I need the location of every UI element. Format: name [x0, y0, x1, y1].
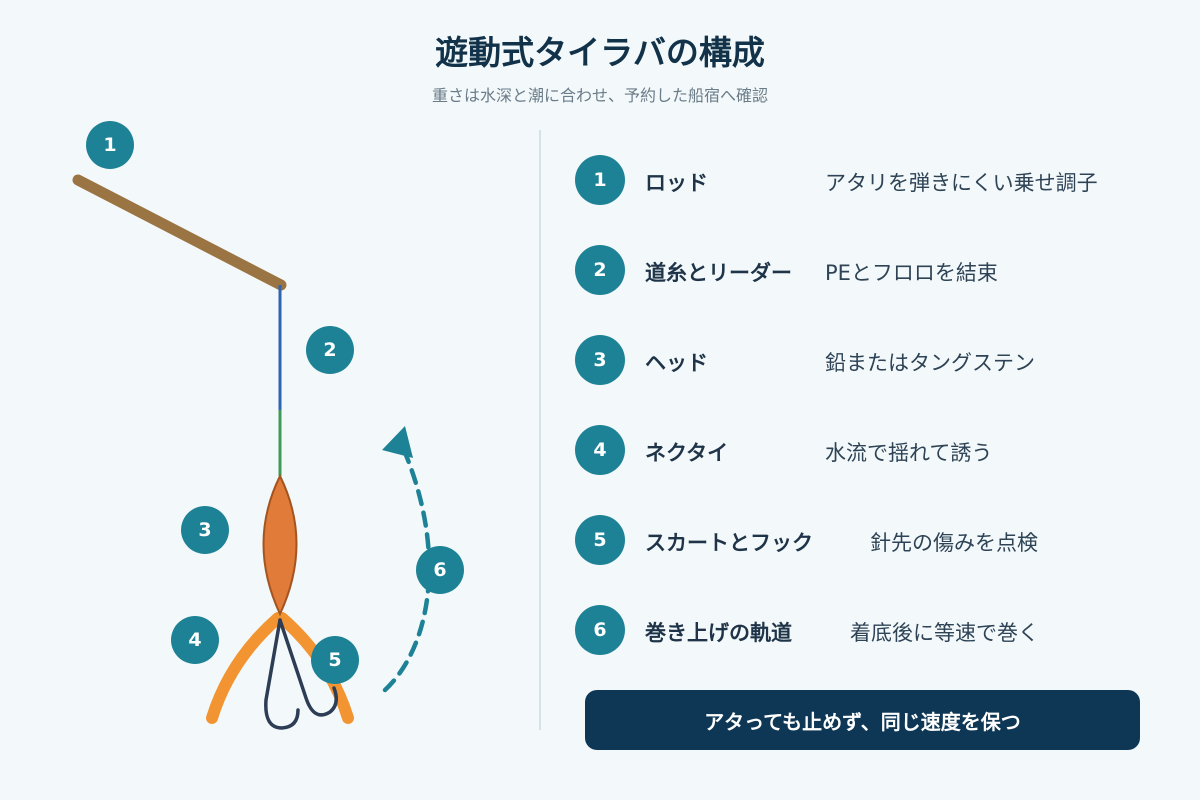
marker-hook: 5 — [311, 636, 359, 684]
component-number: 4 — [575, 425, 625, 475]
hook-right-icon — [278, 618, 338, 717]
rod-icon — [72, 174, 287, 291]
component-row: 4 ネクタイ 水流で揺れて誘う — [575, 425, 1175, 475]
component-number: 6 — [575, 605, 625, 655]
hook-left-icon — [264, 618, 300, 730]
head-icon — [262, 473, 298, 617]
component-description: 水流で揺れて誘う — [825, 441, 993, 465]
marker-head: 3 — [181, 506, 229, 554]
component-label: 道糸とリーダー — [645, 261, 792, 285]
component-row: 6 巻き上げの軌道 着底後に等速で巻く — [575, 605, 1175, 655]
component-row: 1 ロッド アタリを弾きにくい乗せ調子 — [575, 155, 1175, 205]
component-description: アタリを弾きにくい乗せ調子 — [825, 171, 1098, 195]
tairaba-diagram — [72, 174, 432, 730]
tip-banner: アタっても止めず、同じ速度を保つ — [585, 690, 1140, 750]
component-label: ヘッド — [645, 351, 708, 375]
component-description: PEとフロロを結束 — [825, 261, 998, 285]
component-number: 1 — [575, 155, 625, 205]
component-label: 巻き上げの軌道 — [645, 621, 792, 645]
necktie-left-icon — [206, 612, 284, 724]
component-row: 2 道糸とリーダー PEとフロロを結束 — [575, 245, 1175, 295]
component-description: 針先の傷みを点検 — [870, 531, 1038, 555]
component-label: ロッド — [645, 171, 708, 195]
component-number: 2 — [575, 245, 625, 295]
component-label: スカートとフック — [645, 531, 813, 555]
marker-retrieve: 6 — [416, 546, 464, 594]
retrieve-arrowhead-icon — [382, 426, 413, 458]
marker-rod: 1 — [86, 121, 134, 169]
component-description: 鉛またはタングステン — [825, 351, 1035, 375]
marker-necktie: 4 — [171, 616, 219, 664]
page-subtitle: 重さは水深と潮に合わせ、予約した船宿へ確認 — [431, 86, 768, 105]
page-title: 遊動式タイラバの構成 — [435, 33, 765, 72]
component-number: 3 — [575, 335, 625, 385]
component-row: 5 スカートとフック 針先の傷みを点検 — [575, 515, 1175, 565]
component-number: 5 — [575, 515, 625, 565]
retrieve-arrow-icon — [382, 452, 432, 693]
component-label: ネクタイ — [645, 441, 729, 465]
component-description: 着底後に等速で巻く — [850, 621, 1039, 645]
divider — [539, 130, 541, 730]
component-row: 3 ヘッド 鉛またはタングステン — [575, 335, 1175, 385]
marker-line: 2 — [306, 326, 354, 374]
